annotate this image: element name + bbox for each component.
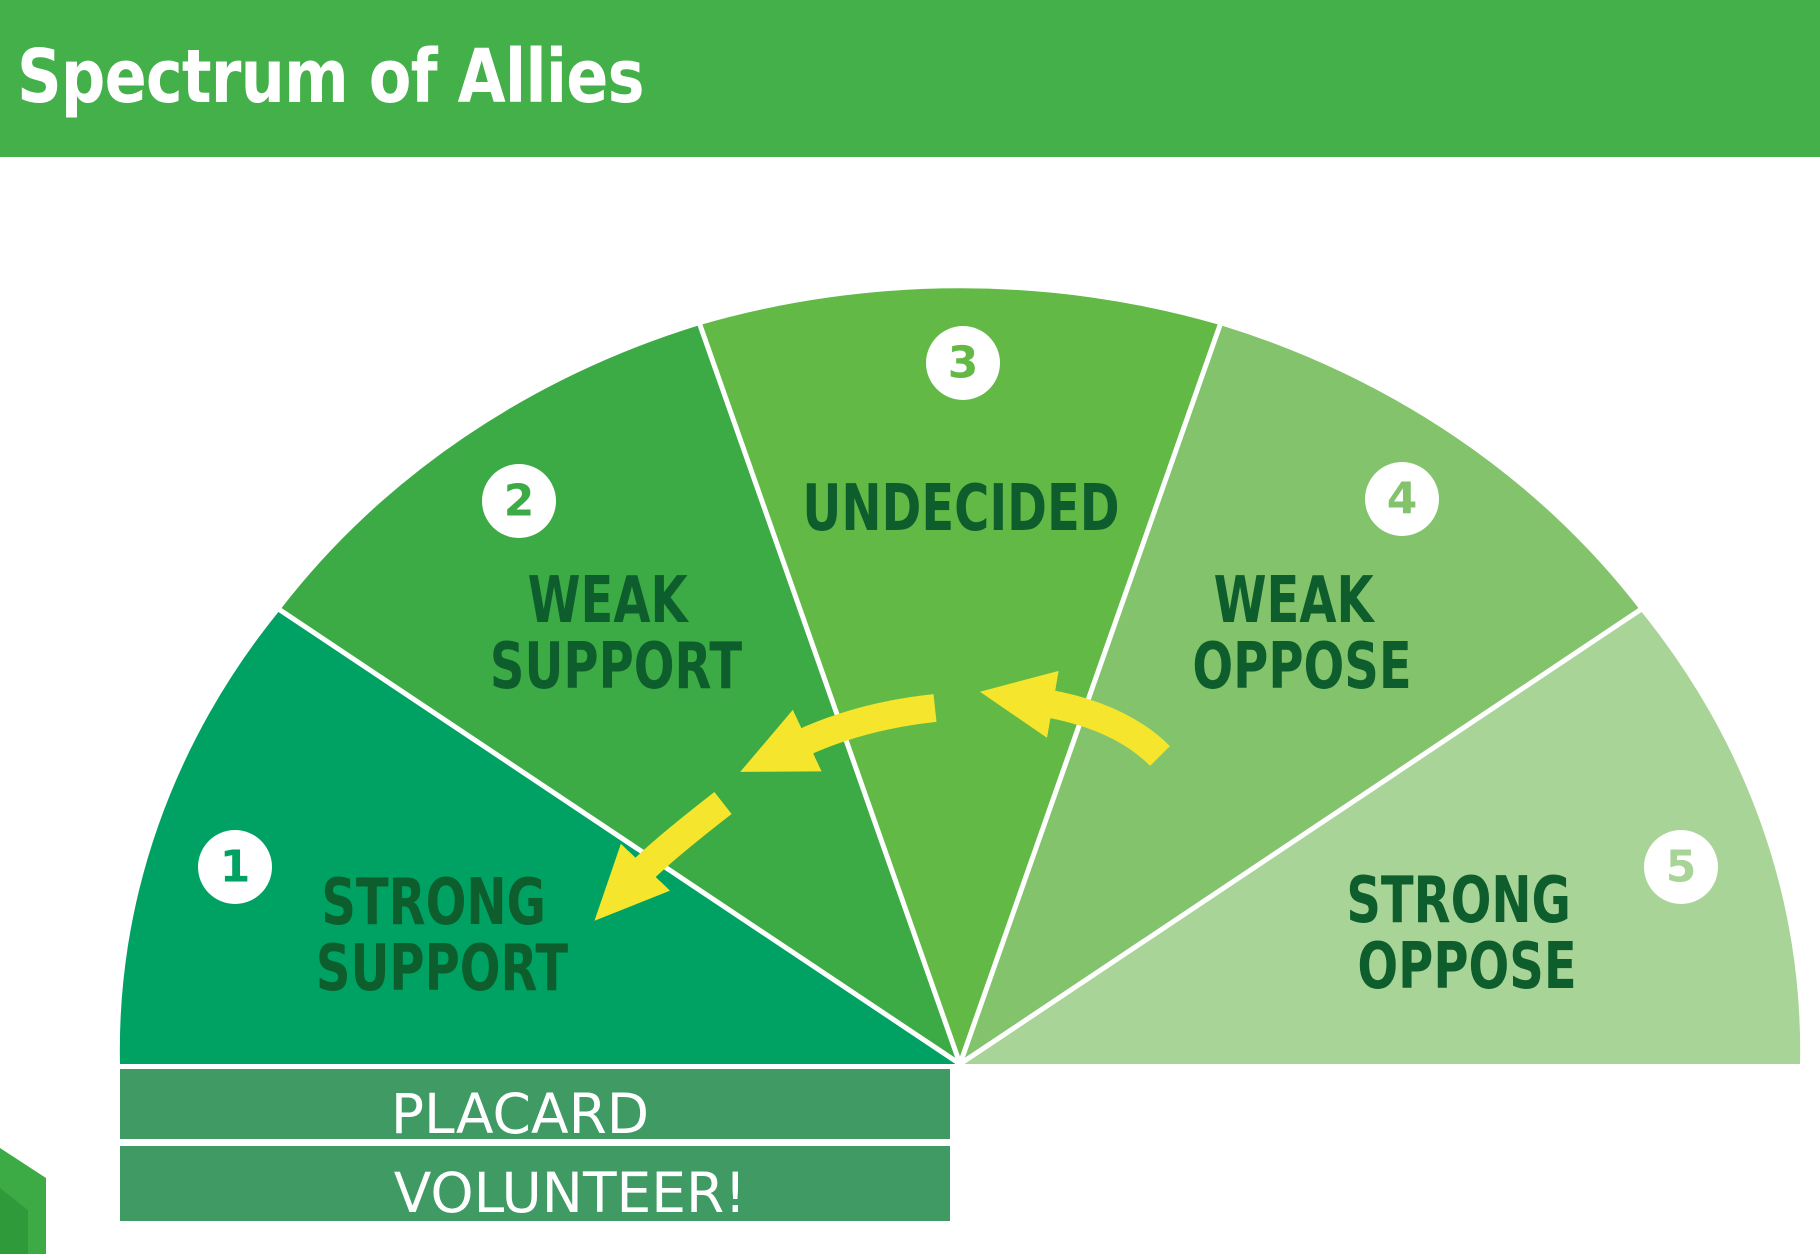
segment-1-label: STRONG SUPPORT xyxy=(316,865,569,1006)
segment-4-label: WEAK OPPOSE xyxy=(1192,563,1411,704)
segment-1-label-line-2: SUPPORT xyxy=(316,931,569,1006)
segment-4-label-line-1: WEAK xyxy=(1214,563,1376,638)
segment-5-label-line-1: STRONG xyxy=(1346,863,1571,938)
segment-5-wedge xyxy=(960,610,1801,1064)
segment-3: 3 UNDECIDED xyxy=(700,288,1220,1064)
segment-4-wedge xyxy=(960,325,1640,1064)
segment-3-wedge xyxy=(700,288,1220,1064)
segment-3-label: UNDECIDED xyxy=(802,471,1119,546)
segment-2-number: 2 xyxy=(504,476,535,527)
arrow-oppose-to-undecided xyxy=(979,670,1170,767)
logo-mark-shade xyxy=(0,1188,28,1254)
header-bar: Spectrum of Allies xyxy=(0,0,1820,157)
segment-2-wedge xyxy=(280,325,960,1064)
segment-3-label-line-1: UNDECIDED xyxy=(802,471,1119,546)
divider-2 xyxy=(697,322,963,1067)
action-bars: PLACARD VOLUNTEER! xyxy=(120,1069,950,1225)
segment-5-number: 5 xyxy=(1666,842,1697,893)
shift-arrows xyxy=(594,670,1170,921)
segment-1-wedge xyxy=(119,610,961,1064)
segment-4-number: 4 xyxy=(1387,474,1418,525)
segment-4: 4 WEAK OPPOSE xyxy=(960,325,1640,1064)
segment-2-number-badge xyxy=(482,464,556,538)
slide-title: Spectrum of Allies xyxy=(17,34,645,120)
segment-2-label: WEAK SUPPORT xyxy=(490,563,743,704)
segment-5-label: STRONG OPPOSE xyxy=(1346,863,1587,1004)
segment-5: 5 STRONG OPPOSE xyxy=(960,610,1801,1064)
bar-volunteer-label: VOLUNTEER! xyxy=(394,1161,747,1225)
arrow-undecided-to-weak-support xyxy=(740,694,937,772)
bar-placard xyxy=(120,1069,950,1139)
segment-5-number-badge xyxy=(1644,830,1718,904)
segment-1: 1 STRONG SUPPORT xyxy=(119,610,961,1064)
segment-5-label-line-2: OPPOSE xyxy=(1357,929,1576,1004)
bar-volunteer xyxy=(120,1146,950,1221)
segment-dividers xyxy=(277,322,1643,1067)
divider-4 xyxy=(957,607,1643,1067)
divider-3 xyxy=(957,322,1223,1067)
bar-placard-label: PLACARD xyxy=(391,1082,649,1146)
segment-3-number: 3 xyxy=(948,338,979,389)
segment-2: 2 WEAK SUPPORT xyxy=(280,325,960,1064)
segment-2-label-line-1: WEAK xyxy=(528,563,690,638)
segment-2-label-line-2: SUPPORT xyxy=(490,629,743,704)
segment-4-label-line-2: OPPOSE xyxy=(1192,629,1411,704)
segment-3-number-badge xyxy=(926,326,1000,400)
corner-logo-mark xyxy=(0,1148,46,1254)
divider-1 xyxy=(277,607,963,1067)
arrow-weak-support-to-strong-support xyxy=(594,791,732,921)
segment-1-number-badge xyxy=(198,830,272,904)
segment-1-label-line-1: STRONG xyxy=(321,865,546,940)
segment-4-number-badge xyxy=(1365,462,1439,536)
segment-1-number: 1 xyxy=(220,842,251,893)
